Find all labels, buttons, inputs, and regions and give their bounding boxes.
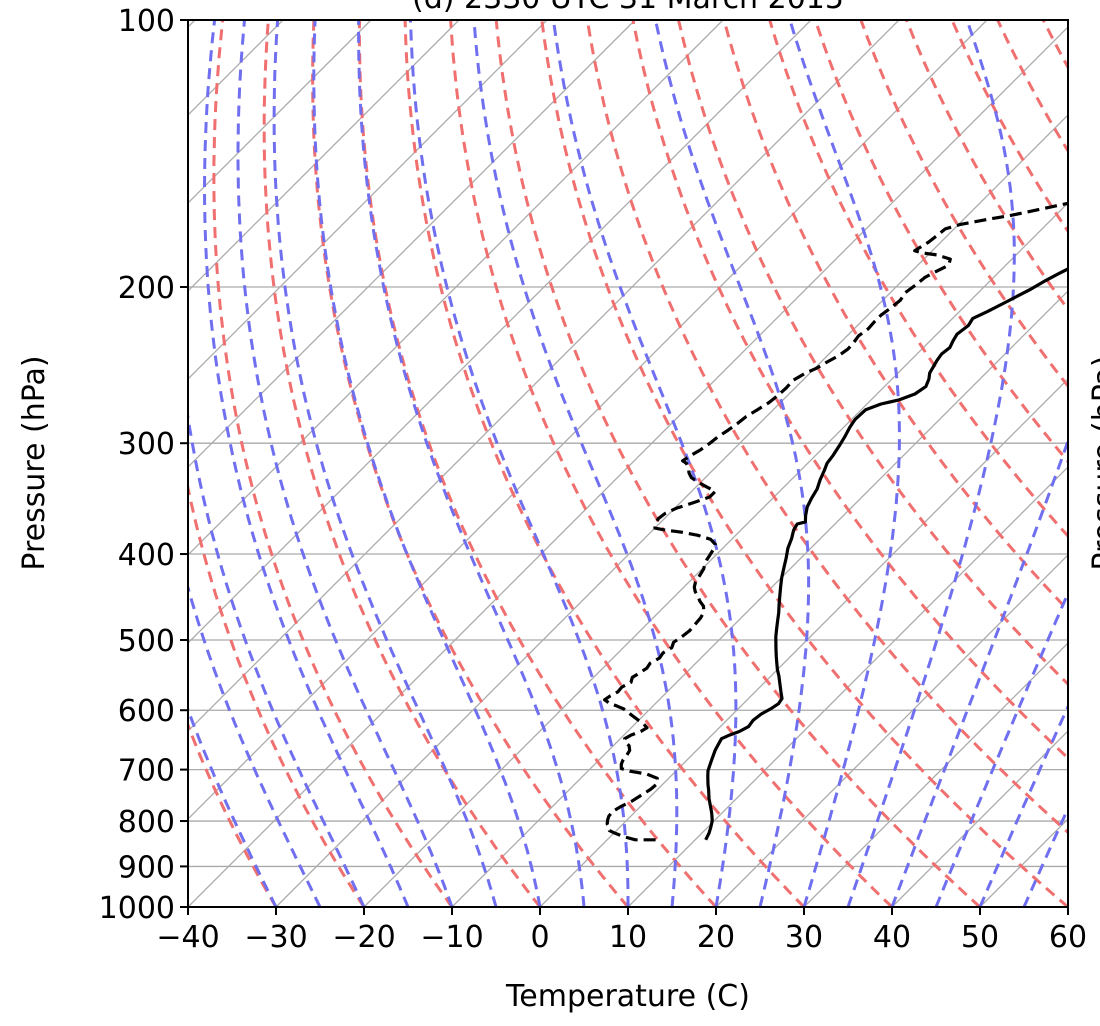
moist-adiabat-line: [474, 20, 677, 907]
x-tick-label: 30: [785, 920, 823, 955]
x-tick-label: 20: [697, 920, 735, 955]
y-tick-label: 300: [118, 427, 175, 462]
y-tick-label: 400: [118, 538, 175, 573]
right-y-axis-label: Pressure (hPa): [1087, 355, 1100, 570]
y-tick-label: 600: [118, 694, 175, 729]
dry-adiabat-line: [587, 20, 1100, 907]
dry-adiabat-line: [214, 20, 452, 907]
moist-adiabat-line: [238, 20, 452, 907]
x-tick-label: 40: [873, 920, 911, 955]
plot-frame: [188, 20, 1068, 907]
isotherm-line: [0, 20, 723, 907]
y-tick-label: 800: [118, 805, 175, 840]
dry-adiabat-line: [496, 20, 980, 907]
x-axis-label: Temperature (C): [505, 979, 750, 1014]
dry-adiabat-line: [724, 20, 1100, 907]
y-tick-label: 200: [118, 271, 175, 306]
moist-adiabat-line: [980, 20, 1100, 907]
dry-adiabat-line: [770, 20, 1100, 907]
dry-adiabat-line: [405, 20, 804, 907]
isotherm-line: [980, 20, 1100, 907]
isotherm-line: [452, 20, 1100, 907]
dry-adiabat-line: [313, 20, 628, 907]
x-tick-label: 10: [609, 920, 647, 955]
moist-adiabat-line: [411, 20, 629, 907]
dry-adiabat-line: [861, 20, 1100, 907]
x-tick-label: 50: [961, 920, 999, 955]
isotherm-line: [0, 20, 547, 907]
y-tick-label: 700: [118, 754, 175, 789]
moist-adiabat-line: [205, 20, 409, 907]
chart-title: (d) 2330 UTC 31 March 2015: [412, 0, 844, 16]
isotherm-line: [716, 20, 1100, 907]
isotherm-line: [540, 20, 1100, 907]
grid-layer: [188, 20, 1068, 907]
dry-adiabat-line: [998, 20, 1100, 907]
x-tick-label: −20: [332, 920, 395, 955]
y-axis-label: Pressure (hPa): [17, 355, 52, 570]
moist-adiabat-line: [274, 20, 496, 907]
moist-adiabat-line: [848, 20, 1014, 907]
y-tick-label: 900: [118, 850, 175, 885]
moist-adiabat-line: [359, 20, 584, 907]
x-tick-label: 0: [530, 920, 549, 955]
x-tick-label: −30: [244, 920, 307, 955]
dry-adiabat-line: [815, 20, 1100, 907]
y-tick-label: 1000: [99, 891, 175, 926]
dry-adiabat-line: [542, 20, 1068, 907]
isotherm-line: [0, 20, 635, 907]
x-tick-label: −10: [420, 920, 483, 955]
y-tick-label: 500: [118, 624, 175, 659]
y-tick-label: 100: [118, 4, 175, 39]
x-tick-label: 60: [1049, 920, 1087, 955]
dry-adiabat-line: [952, 20, 1100, 907]
dry-adiabat-line: [359, 20, 716, 907]
isotherm-line: [0, 20, 459, 907]
moist-adiabat-line: [173, 20, 364, 907]
